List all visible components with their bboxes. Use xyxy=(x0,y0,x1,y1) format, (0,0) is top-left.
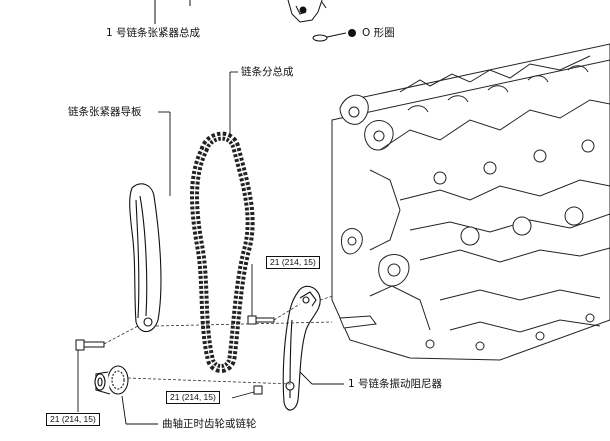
vibration-damper-drawing xyxy=(282,285,321,411)
label-tensioner-slipper: 链条张紧器导板 xyxy=(68,106,142,118)
leader-lines xyxy=(77,71,344,425)
bolt-upper-drawing xyxy=(247,315,275,325)
torque-box-middle: 21 (214, 15) xyxy=(166,391,220,404)
o-ring-drawing xyxy=(312,29,356,42)
torque-box-lower: 21 (214, 15) xyxy=(46,413,100,426)
label-chain-subassy: 链条分总成 xyxy=(241,66,294,78)
tensioner-assembly-drawing xyxy=(154,0,327,24)
bolt-lower-drawing xyxy=(253,385,263,395)
engine-block-drawing xyxy=(331,43,610,361)
label-vibration-damper: 1 号链条振动阻尼器 xyxy=(348,378,443,390)
tensioner-slipper-drawing xyxy=(129,183,162,333)
label-o-ring: O 形圈 xyxy=(362,27,395,39)
timing-chain-drawing xyxy=(190,131,255,373)
torque-box-upper: 21 (214, 15) xyxy=(266,256,320,269)
bolt-left-drawing xyxy=(75,339,105,351)
label-crank-sprocket: 曲轴正时齿轮或链轮 xyxy=(162,418,257,430)
label-tensioner-assy: 1 号链条张紧器总成 xyxy=(106,27,201,39)
crank-sprocket-drawing xyxy=(94,365,129,395)
